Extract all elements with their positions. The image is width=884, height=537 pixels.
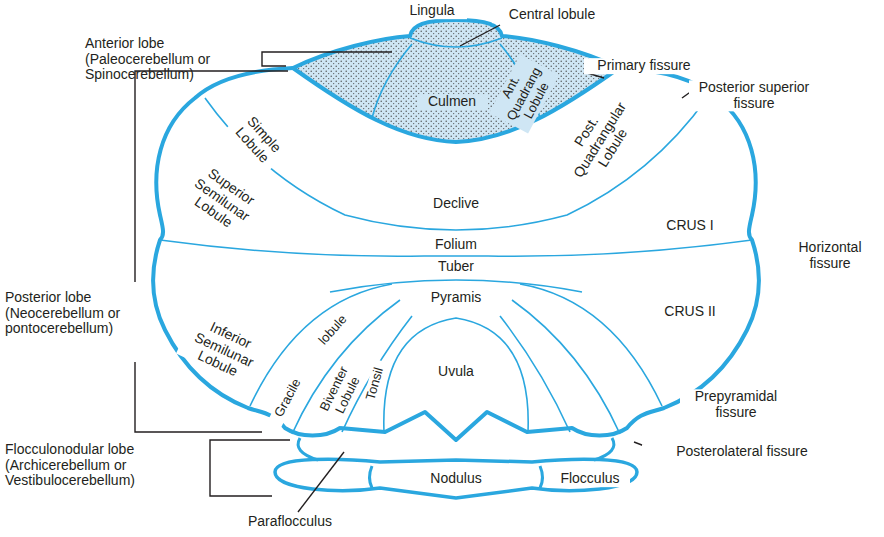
anatomy-label: Pyramis xyxy=(421,290,491,306)
anatomy-label: Lingula xyxy=(397,3,467,19)
lobe-bracket-label: Flocculonodular lobe (Archicerebellum or… xyxy=(5,442,195,489)
anatomy-label: Flocculus xyxy=(550,471,630,487)
anatomy-label: Uvula xyxy=(421,364,491,380)
anatomy-label: Paraflocculus xyxy=(235,514,345,530)
lobe-bracket-label: Posterior lobe (Neocerebellum or pontoce… xyxy=(5,290,133,337)
leader-lines xyxy=(135,25,696,512)
anatomy-label: CRUS II xyxy=(655,304,725,320)
anatomy-label: Central lobule xyxy=(492,7,612,23)
anatomy-label: Culmen xyxy=(417,94,487,110)
anatomy-label: Primary fissure xyxy=(584,58,704,74)
anatomy-label: Horizontal fissure xyxy=(784,240,876,271)
anatomy-label: Prepyramidal fissure xyxy=(680,389,792,420)
anterior-lobe-region xyxy=(293,20,619,142)
fissure-lines xyxy=(160,38,752,434)
anatomy-label: Declive xyxy=(421,196,491,212)
anatomy-label: Posterolateral fissure xyxy=(642,444,842,460)
anatomy-label: Posterior superior fissure xyxy=(689,80,819,111)
anatomy-label: Tuber xyxy=(426,259,486,275)
anatomy-label: Folium xyxy=(426,237,486,253)
lobe-bracket-label: Anterior lobe (Paleocerebellum or Spinoc… xyxy=(85,36,245,83)
anatomy-label: CRUS I xyxy=(660,218,720,234)
anatomy-label: Nodulus xyxy=(416,471,496,487)
flocculonodular-outline xyxy=(275,459,637,498)
